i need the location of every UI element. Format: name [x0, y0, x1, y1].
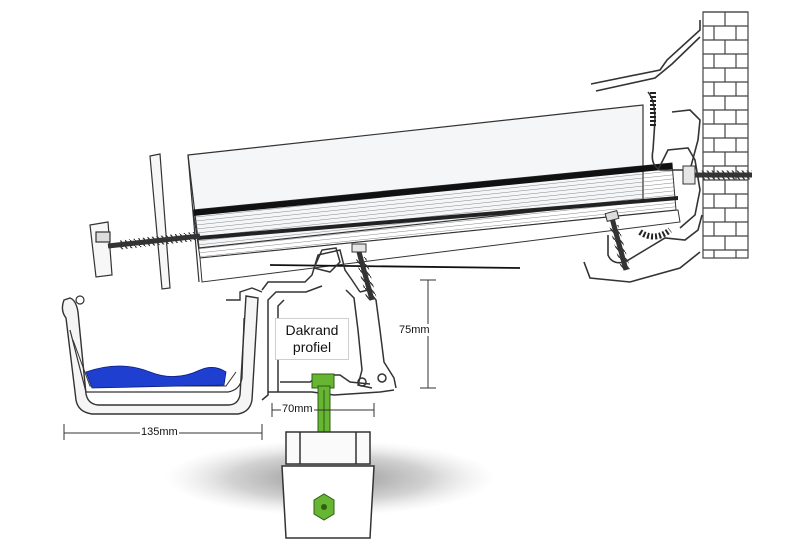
gutter [61, 287, 263, 415]
green-bolt [311, 373, 335, 437]
wall-profile [583, 20, 703, 283]
mounting-bracket [281, 431, 375, 539]
rubber-seal [638, 92, 672, 240]
profile-label-line1: Dakrand [285, 322, 339, 338]
end-screw [107, 231, 201, 250]
wall-anchor-screw [682, 165, 752, 185]
profile-screw [351, 243, 377, 302]
end-cap [89, 153, 171, 290]
profile-label-line2: profiel [292, 339, 332, 355]
height-dimension-label: 75mm [398, 324, 431, 336]
lower-screw [604, 209, 631, 272]
roof-panel [187, 104, 681, 283]
profile-label: Dakrand profiel [275, 318, 349, 360]
gutter-width-dimension-label: 135mm [140, 426, 179, 438]
width-dimension-label: 70mm [281, 403, 314, 415]
brick-wall [702, 11, 749, 259]
reference-line [269, 264, 521, 269]
